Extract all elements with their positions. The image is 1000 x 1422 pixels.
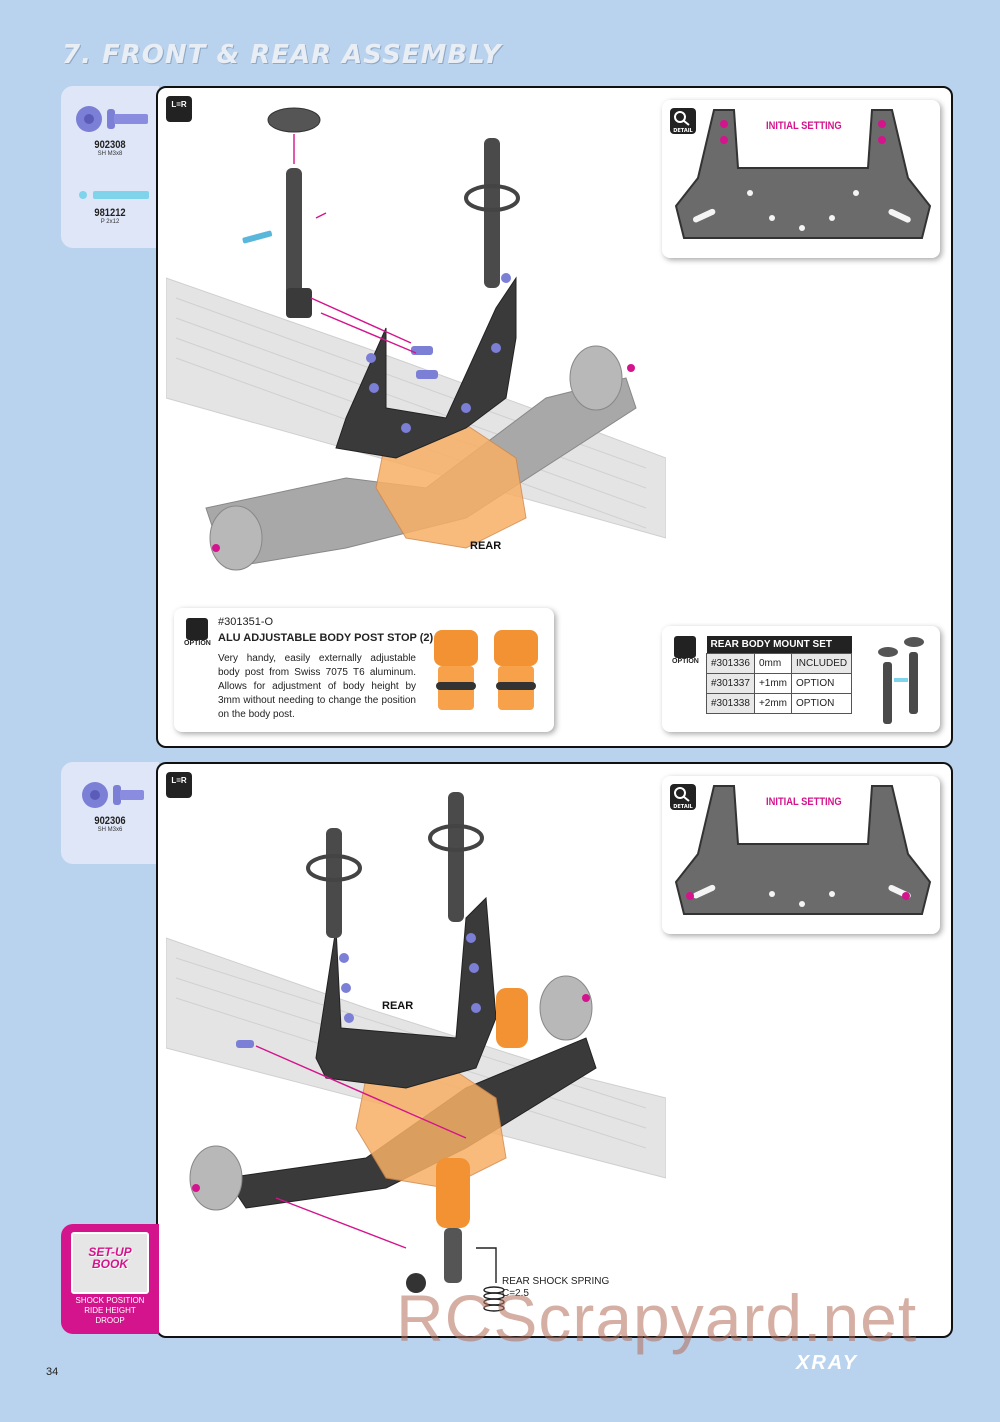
mount-set-header: REAR BODY MOUNT SET: [706, 636, 852, 654]
option-body-post-stop: OPTION #301351-O ALU ADJUSTABLE BODY POS…: [174, 608, 554, 732]
page-title: 7. FRONT & REAR ASSEMBLY: [62, 40, 502, 70]
rear-shock-assembly-illustration: [166, 792, 666, 1312]
detail-box-top: DETAIL INITIAL SETTING: [662, 100, 940, 258]
carbon-mount-detail: [674, 785, 932, 915]
parts-box-bottom: 902306 SH M3x6: [61, 762, 159, 864]
option-rear-body-mount-set: OPTION REAR BODY MOUNT SET #301336 0mm I…: [662, 626, 940, 732]
screw-icon: [82, 782, 144, 808]
rear-body-mount-illustration: [166, 107, 666, 571]
detail-magnifier-icon: DETAIL: [670, 784, 696, 810]
left-right-symmetry-icon: L=R: [166, 96, 192, 122]
table-row: #301337 +1mm OPTION: [706, 673, 853, 694]
screw-icon: [76, 106, 148, 132]
option-description: Very handy, easily externally adjustable…: [218, 653, 416, 720]
initial-setting-title: INITIAL SETTING: [766, 120, 842, 132]
setup-book-box: SET-UP BOOK SHOCK POSITION RIDE HEIGHT D…: [61, 1224, 159, 1334]
page-number: 34: [46, 1366, 59, 1378]
part-902306: 902306 SH M3x6: [61, 780, 159, 833]
option-thumb-icon: OPTION: [672, 636, 699, 665]
brand-logo: XRAY: [796, 1352, 859, 1374]
step-panel-top: L=R: [156, 86, 953, 748]
watermark: RCScrapyard.net: [396, 1281, 918, 1355]
part-981212: 981212 P 2x12: [61, 188, 159, 225]
option-code: #301351-O: [218, 616, 274, 628]
rear-label: REAR: [470, 540, 502, 552]
option-name: ALU ADJUSTABLE BODY POST STOP (2): [218, 632, 434, 644]
initial-setting-title: INITIAL SETTING: [766, 796, 842, 808]
table-row: #301336 0mm INCLUDED: [706, 653, 853, 674]
setup-book-items: SHOCK POSITION RIDE HEIGHT DROOP: [75, 1296, 145, 1325]
mount-set-table: REAR BODY MOUNT SET #301336 0mm INCLUDED…: [706, 636, 853, 714]
body-post-set-image: [878, 637, 924, 724]
rear-shock-spring-label: REAR SHOCK SPRING C=2.5: [502, 1276, 610, 1299]
option-thumb-icon: OPTION: [184, 618, 211, 647]
table-row: #301338 +2mm OPTION: [706, 693, 853, 714]
rear-label: REAR: [382, 1000, 414, 1012]
detail-label: DETAIL: [673, 128, 693, 134]
parts-box-top: 902308 SH M3x8 981212 P 2x12: [61, 86, 159, 248]
part-902308: 902308 SH M3x8: [61, 104, 159, 157]
orange-post-stop-image: [434, 630, 538, 710]
detail-label: DETAIL: [673, 804, 693, 810]
left-right-symmetry-icon: L=R: [166, 772, 192, 798]
detail-box-bottom: DETAIL INITIAL SETTING: [662, 776, 940, 934]
step-panel-bottom: L=R: [156, 762, 953, 1338]
carbon-mount-detail: [674, 109, 932, 239]
setup-book-icon: SET-UP BOOK: [71, 1232, 149, 1294]
detail-magnifier-icon: DETAIL: [670, 108, 696, 134]
pin-icon: [79, 191, 149, 199]
